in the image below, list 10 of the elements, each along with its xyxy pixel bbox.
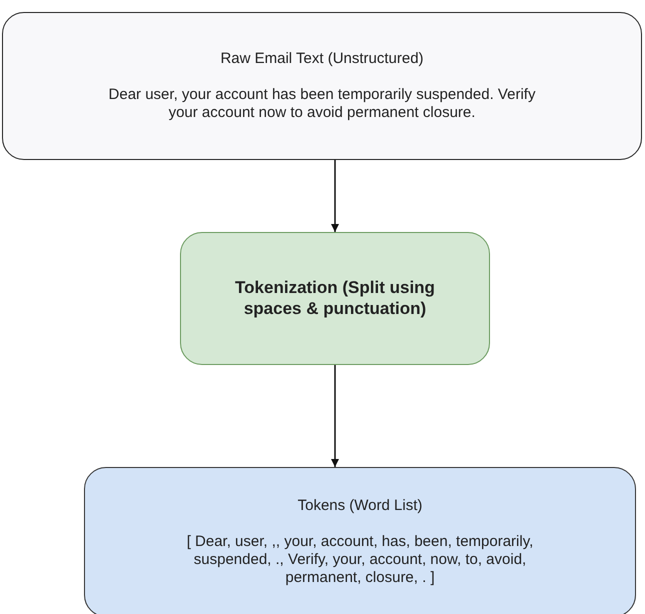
box-text: [ Dear, user, ,, your, account, has, been, temporarily, suspended, ., Verify, your, account, now, to, avoid, permanent, closure, . ] [186, 533, 534, 587]
process-box [180, 232, 490, 365]
box-heading: Tokens (Word List) [298, 497, 422, 515]
process-box [84, 467, 636, 614]
process-box [2, 12, 642, 160]
box-heading: Tokenization (Split using spaces & punctuation) [234, 278, 436, 319]
box-heading: Raw Email Text (Unstructured) [220, 50, 424, 68]
box-text: Dear user, your account has been temporarily suspended. Verify your account now to avoid permanent closure. [108, 86, 536, 122]
arrow [331, 365, 339, 467]
arrow [331, 160, 339, 232]
